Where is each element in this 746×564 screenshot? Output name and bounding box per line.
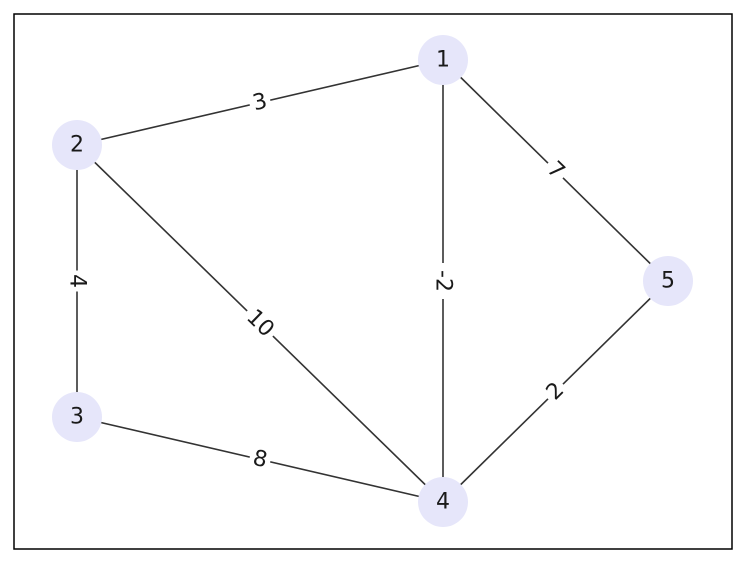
plot-frame bbox=[13, 13, 733, 550]
edge-weight-label: 3 bbox=[250, 89, 269, 117]
node-1 bbox=[418, 35, 468, 85]
edge-label-background bbox=[246, 443, 274, 476]
node-4 bbox=[418, 477, 468, 527]
edge-label-group-3-4: 8 bbox=[246, 443, 274, 476]
nodes-layer: 1 2 3 4 5 bbox=[52, 35, 693, 527]
node-label: 4 bbox=[436, 490, 450, 515]
node-label: 5 bbox=[661, 269, 675, 294]
node-2 bbox=[52, 120, 102, 170]
edge-label-background bbox=[429, 263, 457, 299]
node-5 bbox=[643, 256, 693, 306]
edge-weight-label: 4 bbox=[65, 274, 90, 288]
node-label: 1 bbox=[436, 48, 450, 73]
edge-label-group-1-4: -2 bbox=[429, 263, 457, 299]
edge-label-background bbox=[538, 153, 573, 188]
edge-weight-label: -2 bbox=[431, 270, 456, 292]
edge-label-background bbox=[246, 86, 274, 119]
edge-label-group-2-3: 4 bbox=[63, 270, 91, 292]
node-3 bbox=[52, 392, 102, 442]
edge-label-background bbox=[237, 300, 283, 347]
edge-label-background bbox=[63, 270, 91, 292]
edge-label-group-1-2: 3 bbox=[246, 86, 274, 119]
node-label: 2 bbox=[70, 133, 84, 158]
edge-weight-label: 8 bbox=[250, 446, 269, 474]
node-label: 3 bbox=[70, 405, 84, 430]
edge-label-background bbox=[538, 374, 573, 409]
